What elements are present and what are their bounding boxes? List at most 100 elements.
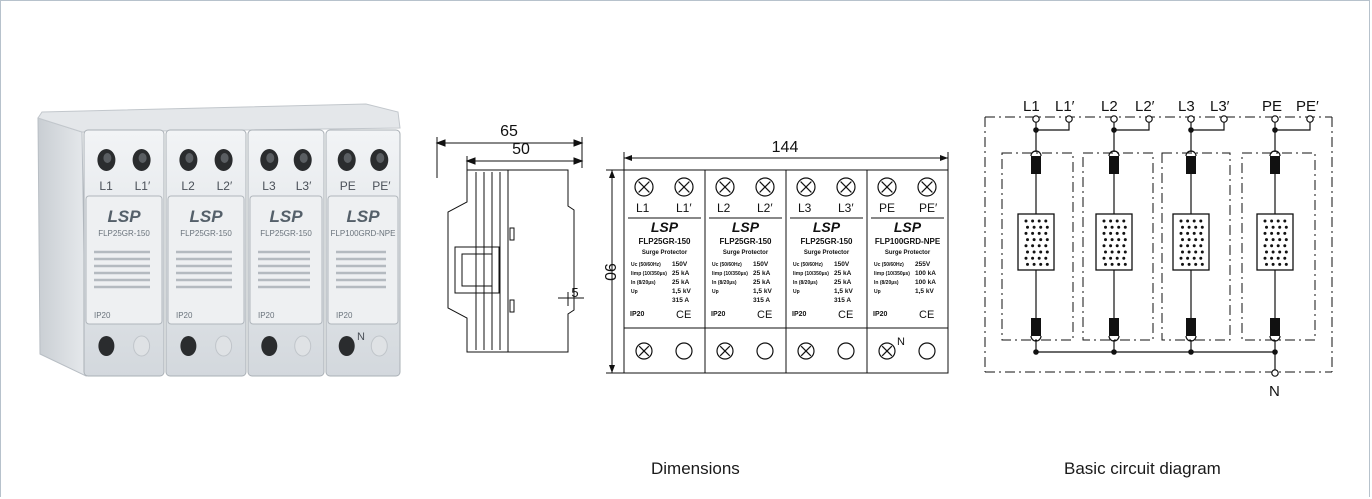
varistor-dot [1283, 231, 1287, 235]
varistor-dot [1039, 262, 1043, 266]
varistor-dot [1284, 262, 1288, 266]
arrow [609, 170, 615, 178]
rating-value: 150V [834, 261, 850, 268]
photo-neutral-label: N [357, 331, 365, 343]
photo-terminal-label: L2 [181, 179, 195, 193]
varistor-dot [1045, 250, 1049, 254]
rating-value: 100 kA [915, 270, 936, 277]
dim-90-label: 90 [601, 263, 618, 281]
screw-slot [759, 181, 771, 193]
screw-slot [638, 345, 650, 357]
varistor-dot [1284, 250, 1288, 254]
varistor-dot [1181, 238, 1184, 242]
photo-screw-icon [180, 336, 197, 356]
varistor-dot [1283, 256, 1287, 260]
varistor-dot [1115, 256, 1119, 260]
screw-slot [800, 181, 812, 193]
varistor-dot [1199, 244, 1203, 248]
terminal-node-icon [1306, 115, 1314, 123]
rating-value: 315 A [753, 297, 770, 304]
model-subtitle: Surge Protector [804, 250, 850, 256]
varistor-dot [1122, 256, 1126, 260]
circuit-caption: Basic circuit diagram [1064, 459, 1221, 478]
ip-rating: IP20 [792, 311, 807, 318]
photo-ip-rating: IP20 [176, 311, 193, 320]
varistor-dot [1194, 238, 1198, 242]
photo-hole-icon [294, 335, 312, 357]
varistor-dot [1194, 250, 1198, 254]
junction-dot [1272, 127, 1278, 133]
varistor-dot [1117, 250, 1121, 254]
varistor-dot [1263, 256, 1267, 260]
circuit-terminal-label: L1 [1023, 98, 1040, 115]
varistor-dot [1045, 262, 1049, 266]
model-subtitle: Surge Protector [885, 250, 931, 256]
rating-value: 25 kA [753, 270, 771, 277]
circuit-terminal-label: L1′ [1055, 98, 1075, 115]
terminal-node-icon [1271, 115, 1279, 123]
varistor-dot [1181, 262, 1184, 266]
brand-logo: LSP [813, 219, 841, 235]
dim-50-label: 50 [512, 141, 530, 158]
varistor-dot [1284, 225, 1288, 229]
terminal-node-icon [1032, 115, 1040, 123]
varistor-dot [1200, 262, 1204, 266]
varistor-dot [1031, 219, 1035, 223]
junction-dot [1111, 127, 1117, 133]
rating-symbol: Uc (50/60Hz) [874, 262, 904, 268]
varistor-dot [1263, 231, 1267, 235]
varistor-dot [1122, 231, 1126, 235]
screw-slot [678, 181, 690, 193]
photo-terminal-label: L1′ [135, 179, 151, 193]
varistor-dot [1186, 256, 1190, 260]
rating-symbol: In (8/20µs) [631, 280, 656, 286]
varistor-dot [1037, 231, 1041, 235]
varistor-dot [1031, 256, 1035, 260]
ip-rating: IP20 [630, 311, 645, 318]
varistor-dot [1044, 231, 1048, 235]
varistor-dot [1039, 250, 1043, 254]
varistor-dot [1179, 219, 1183, 223]
varistor-dot [1265, 250, 1268, 254]
varistor-dot [1104, 250, 1107, 254]
varistor-dot [1026, 238, 1029, 242]
varistor-dot [1270, 219, 1274, 223]
din-clip-outer [454, 246, 500, 294]
varistor-dot [1123, 225, 1127, 229]
varistor-dot [1110, 225, 1114, 229]
slot [509, 299, 515, 313]
screw-slot [719, 181, 731, 193]
dim-65-label: 65 [500, 123, 518, 140]
varistor-dot [1110, 262, 1114, 266]
photo-model-name: FLP100GRD-NPE [331, 229, 396, 238]
dim-144-label: 144 [772, 139, 799, 156]
varistor-dot [1276, 219, 1280, 223]
varistor-dot [1199, 231, 1203, 235]
varistor-dot [1123, 262, 1127, 266]
model-subtitle: Surge Protector [723, 250, 769, 256]
varistor-dot [1110, 250, 1114, 254]
varistor-dot [1102, 219, 1106, 223]
varistor-dot [1270, 231, 1274, 235]
varistor-dot [1037, 256, 1041, 260]
terminal-hole-icon [918, 342, 936, 360]
rating-value: 25 kA [753, 279, 771, 286]
varistor-dot [1044, 244, 1048, 248]
rating-value: 25 kA [672, 270, 690, 277]
varistor-dot [1186, 219, 1190, 223]
neutral-label: N [897, 336, 905, 348]
varistor-dot [1104, 225, 1107, 229]
rating-value: 25 kA [834, 270, 852, 277]
through-wire [1191, 122, 1225, 131]
screw-slot [881, 345, 893, 357]
rating-value: 100 kA [915, 279, 936, 286]
terminal-label-in: L2 [717, 201, 731, 215]
varistor-dot [1192, 244, 1196, 248]
varistor-dot [1122, 244, 1126, 248]
screw-slot [638, 181, 650, 193]
side-view [435, 137, 584, 353]
rating-symbol: Up [793, 289, 800, 295]
fuse-icon [1270, 318, 1280, 336]
